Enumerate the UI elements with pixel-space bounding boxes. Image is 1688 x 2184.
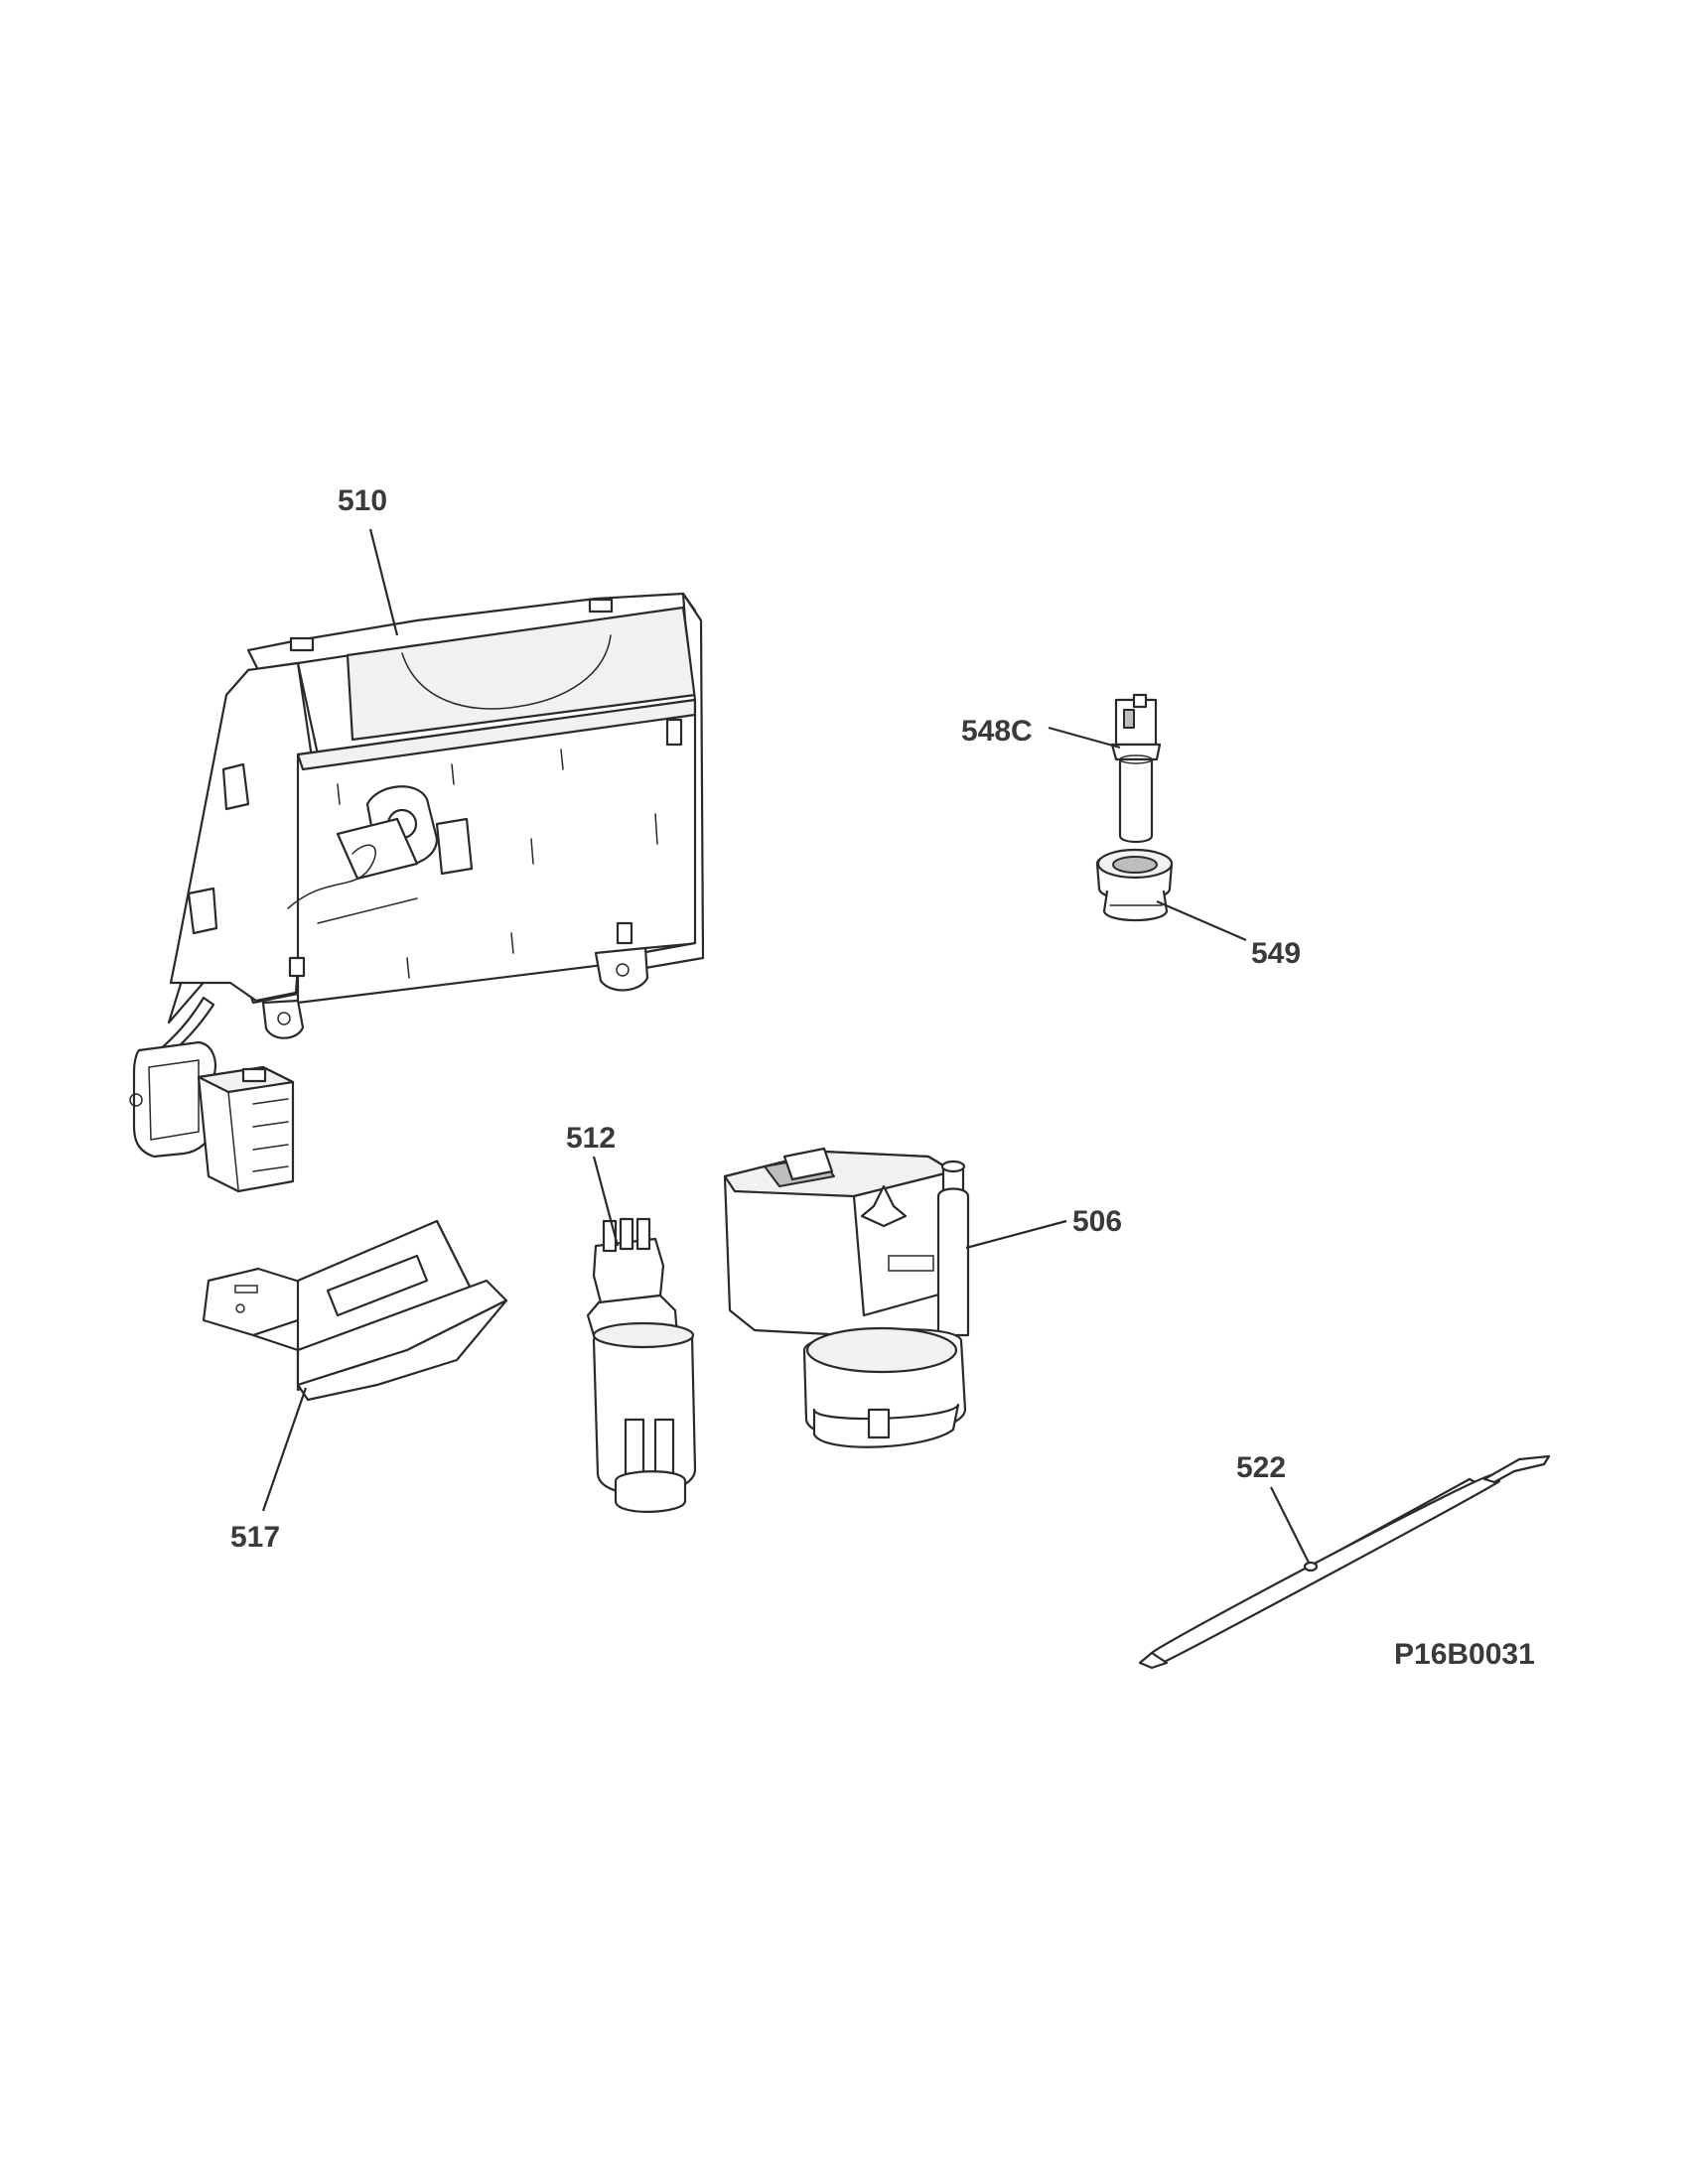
part-510-housing [155, 592, 705, 1062]
part-506-pump [723, 1147, 970, 1448]
callout-522: 522 [1236, 1451, 1286, 1484]
part-512-switch [586, 1217, 697, 1513]
leader-lines [261, 528, 1310, 1564]
callout-517: 517 [230, 1521, 280, 1554]
part-510-connector [129, 1040, 295, 1193]
leader-510 [368, 528, 399, 636]
leader-548c [1048, 726, 1121, 750]
part-548c-sensor [1110, 693, 1162, 844]
leader-512 [592, 1156, 620, 1247]
part-517-bracket [202, 1219, 508, 1402]
part-522-strip [1138, 1454, 1551, 1670]
diagram-code: P16B0031 [1394, 1638, 1535, 1671]
callout-510: 510 [338, 484, 387, 517]
callout-506: 506 [1072, 1205, 1122, 1238]
callout-548c: 548C [961, 715, 1033, 748]
leader-522 [1270, 1486, 1310, 1564]
part-549-grommet [1095, 848, 1174, 922]
leader-549 [1156, 899, 1247, 942]
leader-506 [965, 1219, 1067, 1250]
callout-549: 549 [1251, 937, 1301, 970]
leader-517 [261, 1387, 308, 1512]
callout-512: 512 [566, 1122, 616, 1155]
